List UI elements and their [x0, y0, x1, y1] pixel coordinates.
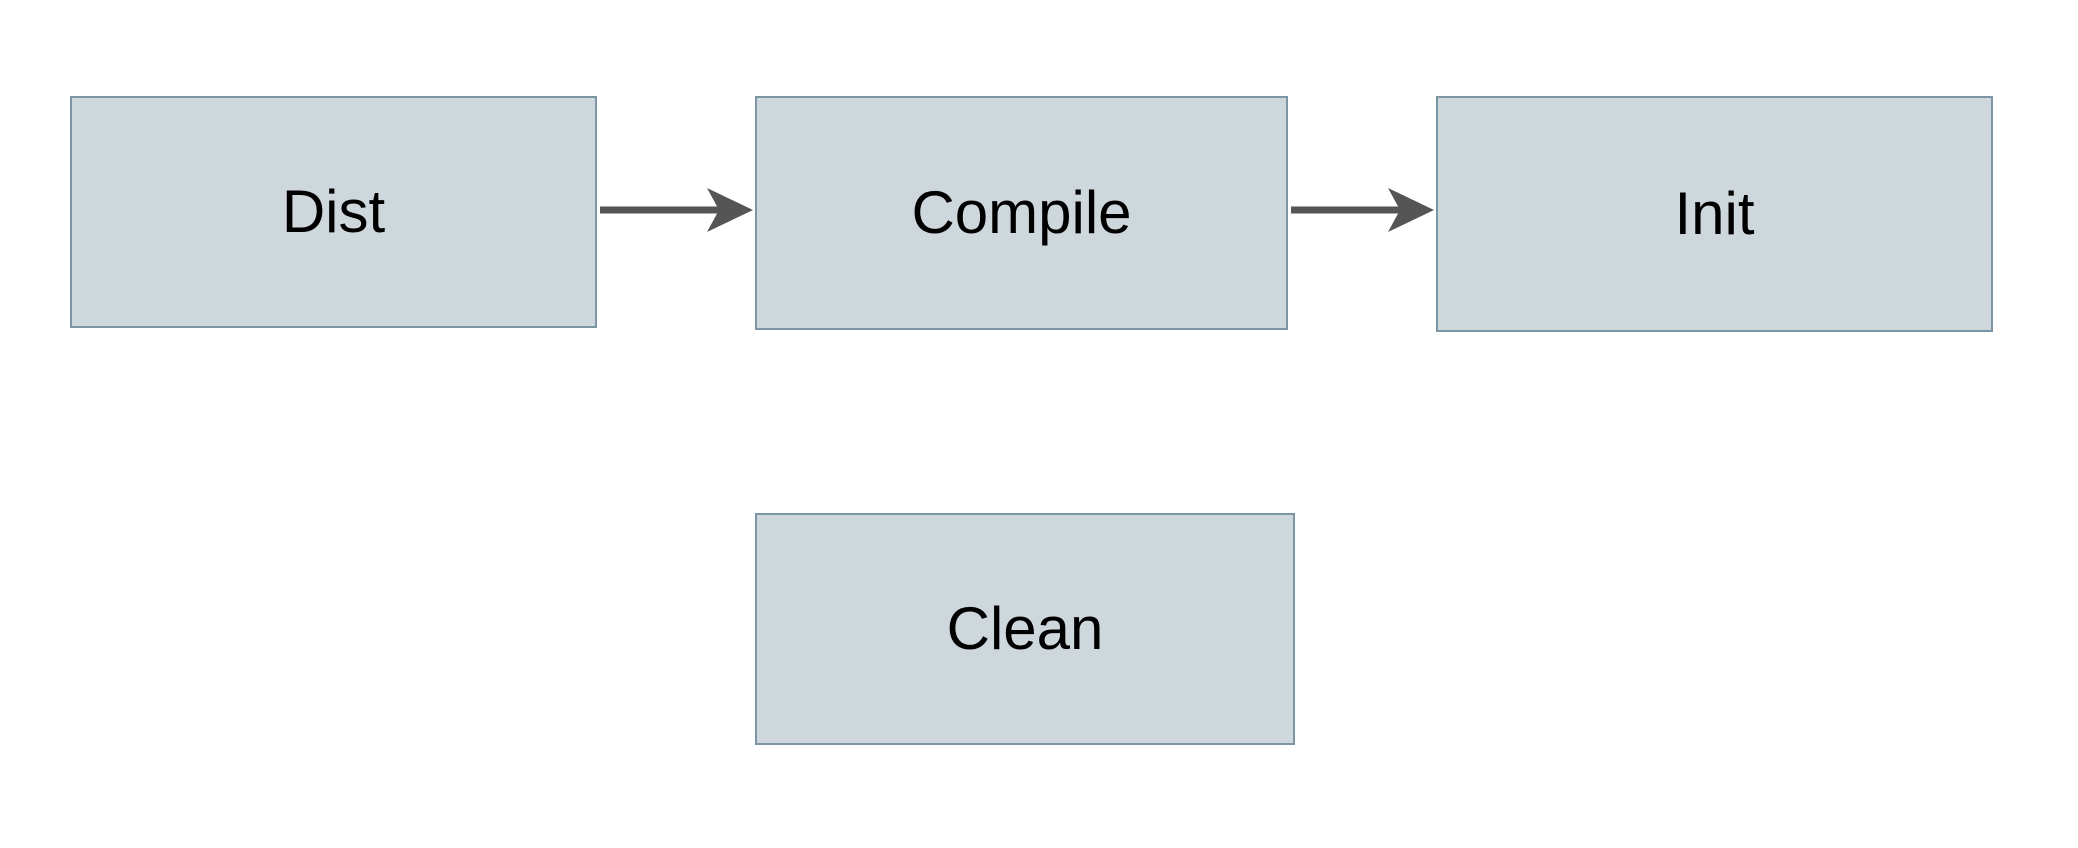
node-clean-label: Clean	[946, 595, 1104, 662]
arrowhead-compile-to-init	[1388, 188, 1434, 232]
edge-compile-to-init[interactable]	[1291, 188, 1434, 232]
arrowhead-dist-to-compile	[707, 188, 753, 232]
node-init-label: Init	[1674, 180, 1755, 247]
node-compile-label: Compile	[911, 179, 1132, 246]
node-clean[interactable]: Clean	[755, 513, 1295, 745]
node-compile[interactable]: Compile	[755, 96, 1288, 330]
node-dist[interactable]: Dist	[70, 96, 597, 328]
node-dist-label: Dist	[281, 178, 386, 245]
edge-dist-to-compile[interactable]	[600, 188, 753, 232]
node-init[interactable]: Init	[1436, 96, 1993, 332]
